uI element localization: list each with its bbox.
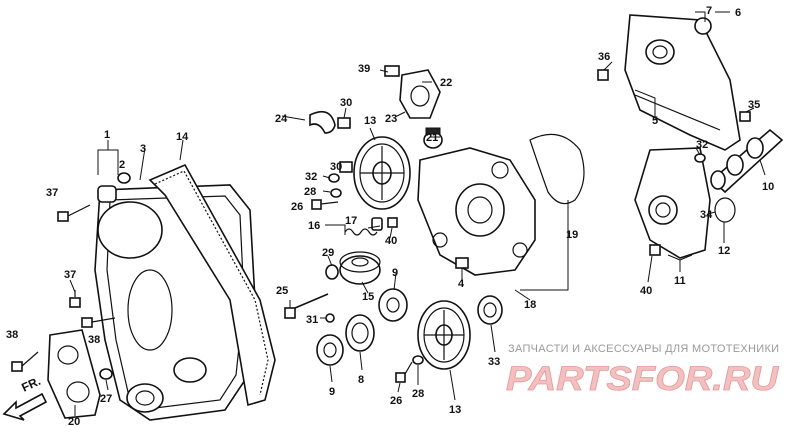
callout-30-lower: 30 xyxy=(330,161,342,173)
callout-12: 12 xyxy=(718,245,730,257)
callout-14: 14 xyxy=(176,131,189,143)
callout-23: 23 xyxy=(385,113,397,125)
grommet-2 xyxy=(117,172,131,184)
bolt-40-right xyxy=(649,244,661,256)
bearing-9-upper xyxy=(378,288,408,322)
watermark-text: ЗАПЧАСТИ И АКСЕССУАРЫ ДЛЯ МОТОТЕХНИКИ xyxy=(508,343,779,355)
washer-31 xyxy=(325,313,335,323)
washer-32 xyxy=(328,173,340,183)
callout-9-lower: 9 xyxy=(329,386,335,398)
tensioner-pulley-part xyxy=(339,251,381,285)
water-hose-24 xyxy=(309,110,336,134)
callout-35: 35 xyxy=(748,99,760,111)
callout-20: 20 xyxy=(68,416,80,428)
callout-26-lower: 26 xyxy=(390,395,402,407)
oring-12 xyxy=(714,197,736,223)
bearing-9-lower xyxy=(316,334,344,366)
callout-37-upper: 37 xyxy=(46,187,58,199)
watermark-brand-logo: PARTSFOR.RU xyxy=(506,360,780,398)
front-label: FR. xyxy=(19,374,42,395)
callout-28-lower: 28 xyxy=(412,388,424,400)
callout-28-upper: 28 xyxy=(304,186,316,198)
nut-30-lower xyxy=(339,161,353,173)
callout-8: 8 xyxy=(358,374,364,386)
callout-13-upper: 13 xyxy=(364,115,376,127)
oil-seal-33 xyxy=(477,295,503,325)
callout-30-upper: 30 xyxy=(340,97,352,109)
callout-38-lower: 38 xyxy=(6,329,18,341)
callout-29: 29 xyxy=(322,247,334,259)
watermark: ЗАПЧАСТИ И АКСЕССУАРЫ ДЛЯ МОТОТЕХНИКИ PA… xyxy=(506,343,780,398)
washer-28-upper xyxy=(330,188,342,198)
bolt-36 xyxy=(597,69,609,81)
leader-lines xyxy=(69,11,766,416)
bolt-38-upper xyxy=(81,317,116,328)
gasket-7 xyxy=(694,17,712,35)
callout-33: 33 xyxy=(488,356,500,368)
callout-32-right: 32 xyxy=(696,139,708,151)
bolt-26-lower xyxy=(395,361,413,383)
clip-4 xyxy=(455,257,469,269)
thermostat-housing-part xyxy=(384,65,441,119)
nut-30-upper xyxy=(337,117,351,129)
cylinder-head-cover-part xyxy=(624,14,741,151)
callout-34: 34 xyxy=(700,209,713,221)
callout-18: 18 xyxy=(524,299,536,311)
callout-39: 39 xyxy=(358,63,370,75)
pump-gasket-19 xyxy=(529,133,585,205)
callout-4: 4 xyxy=(458,278,465,290)
bolt-37-upper xyxy=(57,204,91,222)
callout-31: 31 xyxy=(306,314,318,326)
callout-24: 24 xyxy=(275,113,288,125)
callout-22: 22 xyxy=(440,77,452,89)
callout-38-upper: 38 xyxy=(88,334,100,346)
camshaft-part xyxy=(710,128,784,194)
washer-28-lower xyxy=(412,355,424,365)
water-pump-housing-part xyxy=(417,147,536,276)
callout-16: 16 xyxy=(308,220,320,232)
callout-9-upper: 9 xyxy=(392,267,398,279)
cover-plate-part xyxy=(47,329,101,419)
callout-10: 10 xyxy=(762,181,774,193)
callout-37-lower: 37 xyxy=(64,269,76,281)
callout-19: 19 xyxy=(566,229,578,241)
callout-21: 21 xyxy=(426,132,438,144)
callout-7: 7 xyxy=(706,5,712,17)
crank-sprocket-part xyxy=(345,314,375,352)
callout-40-right: 40 xyxy=(640,285,652,297)
callout-11: 11 xyxy=(674,275,686,287)
callout-27: 27 xyxy=(100,393,112,405)
callout-numbers: 1 2 3 14 37 37 38 38 20 27 25 31 24 30 3… xyxy=(6,5,774,428)
callout-40-center: 40 xyxy=(385,235,397,247)
washer-29 xyxy=(325,264,339,280)
callout-13-lower: 13 xyxy=(449,404,461,416)
callout-6: 6 xyxy=(735,7,741,19)
sensor-21 xyxy=(423,127,443,149)
cam-gear-lower-part xyxy=(417,300,471,370)
bolt-37-lower xyxy=(69,290,81,308)
cam-gear-upper-part xyxy=(353,136,411,210)
washer-27 xyxy=(99,368,113,380)
callout-25: 25 xyxy=(276,285,288,297)
callout-15: 15 xyxy=(362,291,374,303)
callout-5: 5 xyxy=(652,115,658,127)
camshaft-holder-part xyxy=(634,147,711,259)
callout-1: 1 xyxy=(104,129,110,141)
callout-2: 2 xyxy=(119,159,125,171)
callout-36: 36 xyxy=(598,51,610,63)
bolt-38-lower xyxy=(11,351,39,372)
front-direction-arrow: FR. xyxy=(2,374,48,421)
bolt-40-center xyxy=(387,217,398,228)
timing-belt-part xyxy=(148,163,276,407)
callout-17: 17 xyxy=(345,215,357,227)
callout-32: 32 xyxy=(305,171,317,183)
washer-32-right xyxy=(694,153,706,163)
callout-26-upper: 26 xyxy=(291,201,303,213)
callout-3: 3 xyxy=(140,143,146,155)
bolt-35 xyxy=(739,111,751,122)
bolt-26-upper xyxy=(311,199,339,210)
